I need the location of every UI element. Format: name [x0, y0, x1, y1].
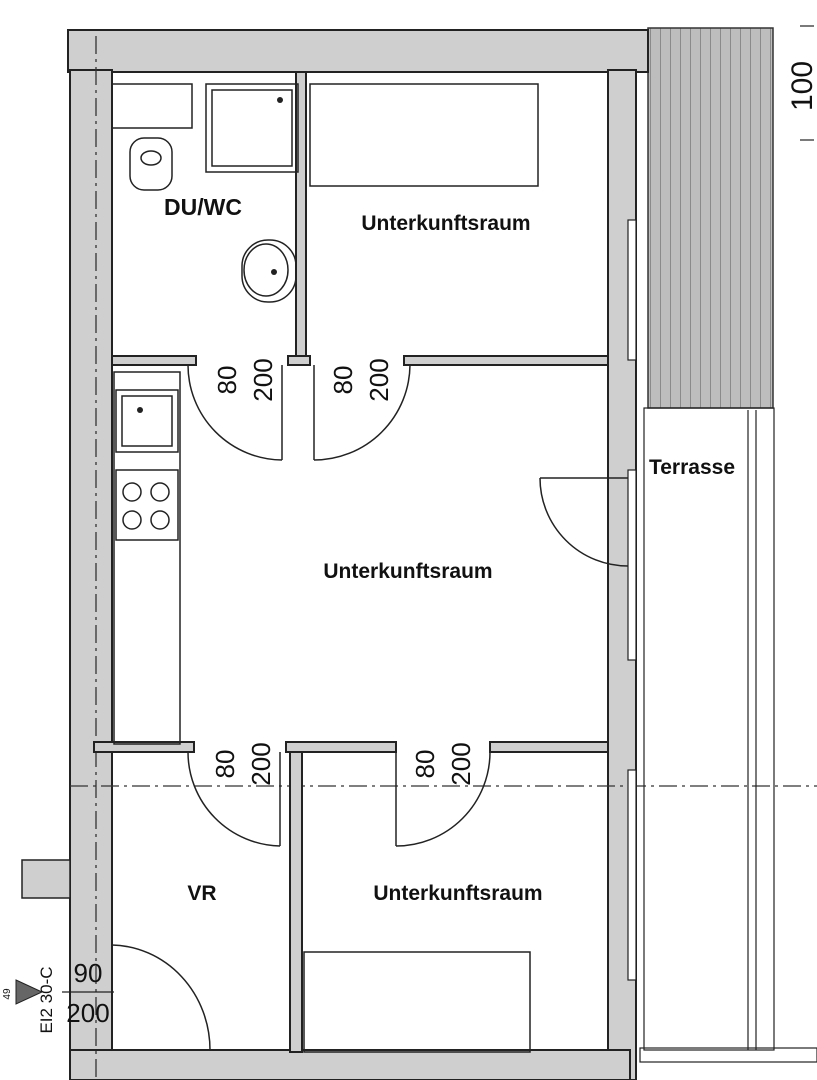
door-bedroom-top — [313, 364, 411, 461]
svg-text:80: 80 — [328, 366, 358, 395]
shower-tray — [205, 83, 299, 173]
wall-bottom — [69, 1049, 631, 1080]
level-marker-icon — [15, 979, 44, 1005]
terrace-canopy — [647, 27, 774, 409]
entrance-fire-rating: EI2 30-C — [37, 966, 56, 1033]
svg-text:80: 80 — [212, 366, 242, 395]
terrace-depth-dim: 100 — [786, 61, 817, 111]
room-label-bottom: Unterkunftsraum — [373, 882, 542, 905]
room-label-terrace: Terrasse — [649, 456, 735, 479]
bed-top — [309, 83, 539, 187]
exterior-bracket — [21, 859, 71, 899]
bath-cabinet — [111, 83, 193, 129]
room-label-top: Unterkunftsraum — [361, 212, 530, 235]
svg-text:200: 200 — [246, 742, 276, 785]
wall-lower-left — [93, 741, 195, 753]
door-terrace — [539, 477, 629, 567]
wall-vr-room — [289, 751, 303, 1053]
door-dim-vr: 80 200 — [210, 742, 276, 785]
window-bottom — [627, 769, 637, 981]
wall-top — [67, 29, 649, 73]
wall-upper-left — [111, 355, 197, 366]
washbasin — [241, 239, 297, 303]
door-bath — [187, 364, 283, 461]
svg-text:200: 200 — [446, 742, 476, 785]
entrance-level: 49 — [2, 988, 13, 1000]
door-bedroom-bottom — [395, 751, 491, 847]
wall-upper-mid — [287, 355, 311, 366]
window-middle — [627, 469, 637, 661]
entrance-dim-width: 90 — [74, 958, 103, 988]
door-entrance — [111, 944, 211, 1051]
door-dim-bath: 80 200 — [212, 358, 278, 401]
room-label-middle: Unterkunftsraum — [323, 560, 492, 583]
toilet — [129, 137, 173, 191]
terrace-step — [639, 1047, 817, 1063]
wall-lower-right — [489, 741, 609, 753]
door-dim-bedroom-top: 80 200 — [328, 358, 394, 401]
wall-upper-right — [403, 355, 609, 366]
room-label-bath: DU/WC — [164, 194, 242, 220]
wall-left — [69, 69, 113, 1080]
wall-lower-mid — [285, 741, 397, 753]
svg-text:200: 200 — [364, 358, 394, 401]
svg-text:200: 200 — [248, 358, 278, 401]
window-top — [627, 219, 637, 361]
door-vr — [187, 751, 281, 847]
room-label-entry: VR — [187, 882, 216, 905]
kitchenette — [113, 371, 181, 745]
svg-text:80: 80 — [410, 750, 440, 779]
entrance-dim-height: 200 — [66, 998, 109, 1028]
door-dim-bedroom-bottom: 80 200 — [410, 742, 476, 785]
svg-text:80: 80 — [210, 750, 240, 779]
bed-bottom — [303, 951, 531, 1053]
terrace-outline — [643, 407, 775, 1051]
